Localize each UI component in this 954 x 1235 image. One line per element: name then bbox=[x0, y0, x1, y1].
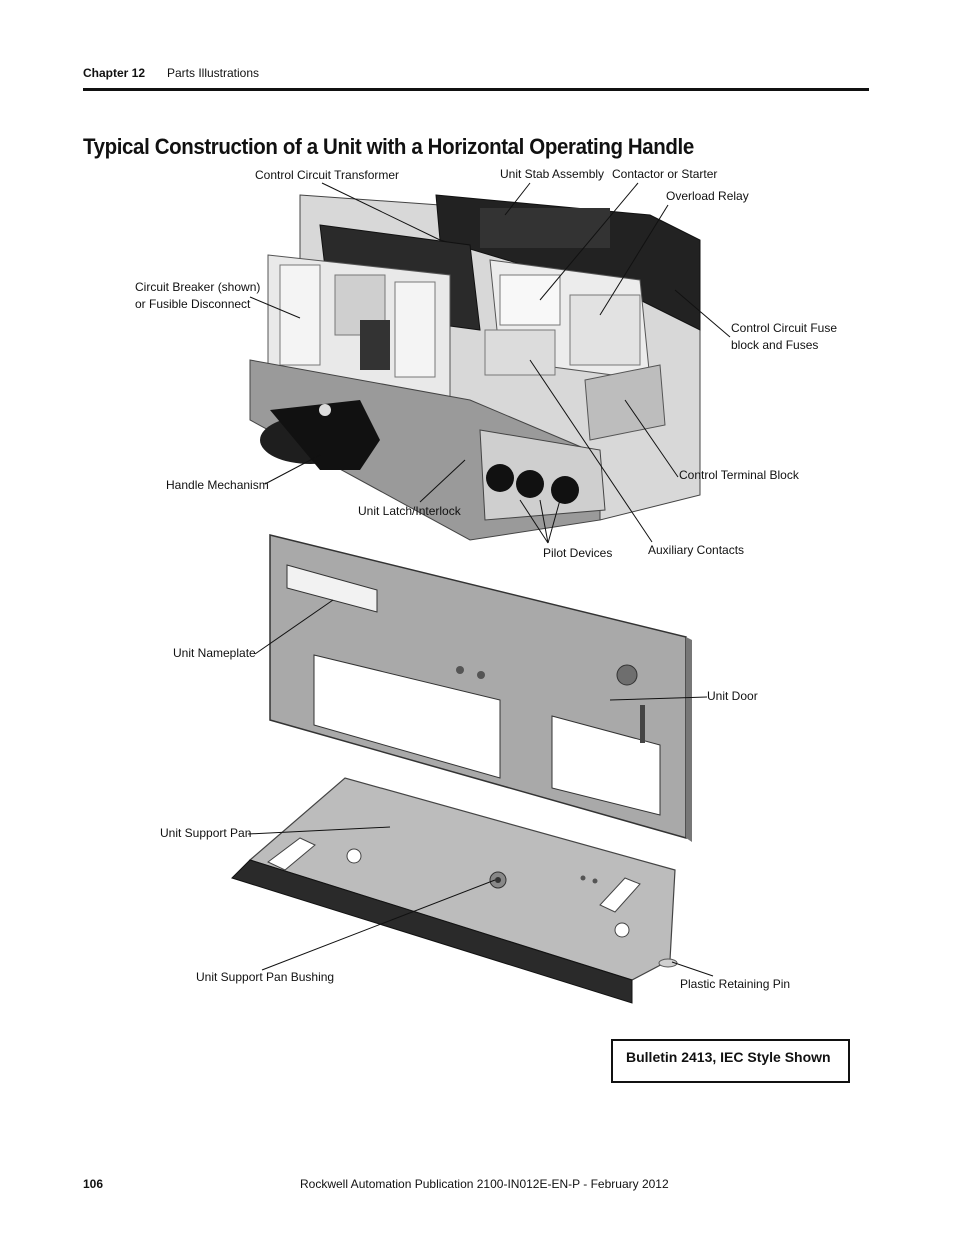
label-unit-latch-interlock: Unit Latch/Interlock bbox=[358, 504, 461, 518]
label-control-circuit-fuse-line2: block and Fuses bbox=[731, 338, 819, 352]
caption-box: Bulletin 2413, IEC Style Shown bbox=[611, 1039, 850, 1083]
label-control-circuit-transformer: Control Circuit Transformer bbox=[255, 168, 400, 182]
label-auxiliary-contacts: Auxiliary Contacts bbox=[648, 543, 745, 557]
publication-footer: Rockwell Automation Publication 2100-IN0… bbox=[300, 1177, 669, 1191]
label-unit-nameplate: Unit Nameplate bbox=[173, 646, 256, 660]
label-contactor-or-starter: Contactor or Starter bbox=[612, 167, 718, 181]
caption-text: Bulletin 2413, IEC Style Shown bbox=[626, 1049, 831, 1065]
label-plastic-retaining-pin: Plastic Retaining Pin bbox=[680, 977, 791, 991]
label-unit-support-pan: Unit Support Pan bbox=[160, 826, 252, 840]
label-control-terminal-block: Control Terminal Block bbox=[679, 468, 799, 482]
unit-assembly-drawing bbox=[249, 194, 701, 541]
page-title: Typical Construction of a Unit with a Ho… bbox=[83, 134, 694, 159]
label-circuit-breaker-line2: or Fusible Disconnect bbox=[135, 297, 251, 311]
label-overload-relay: Overload Relay bbox=[666, 189, 749, 203]
label-pilot-devices: Pilot Devices bbox=[543, 546, 613, 560]
leader-lines bbox=[247, 182, 731, 977]
section-label: Parts Illustrations bbox=[167, 66, 260, 80]
chapter-label: Chapter 12 bbox=[83, 66, 146, 80]
label-circuit-breaker-line1: Circuit Breaker (shown) bbox=[135, 280, 261, 294]
label-unit-support-pan-bushing: Unit Support Pan Bushing bbox=[196, 970, 335, 984]
label-unit-door: Unit Door bbox=[707, 689, 758, 703]
unit-door-drawing bbox=[269, 534, 692, 842]
label-control-circuit-fuse-line1: Control Circuit Fuse bbox=[731, 321, 838, 335]
label-handle-mechanism: Handle Mechanism bbox=[166, 478, 269, 492]
label-unit-stab-assembly: Unit Stab Assembly bbox=[500, 167, 605, 181]
page-number: 106 bbox=[83, 1177, 104, 1191]
header-rule bbox=[83, 88, 869, 91]
